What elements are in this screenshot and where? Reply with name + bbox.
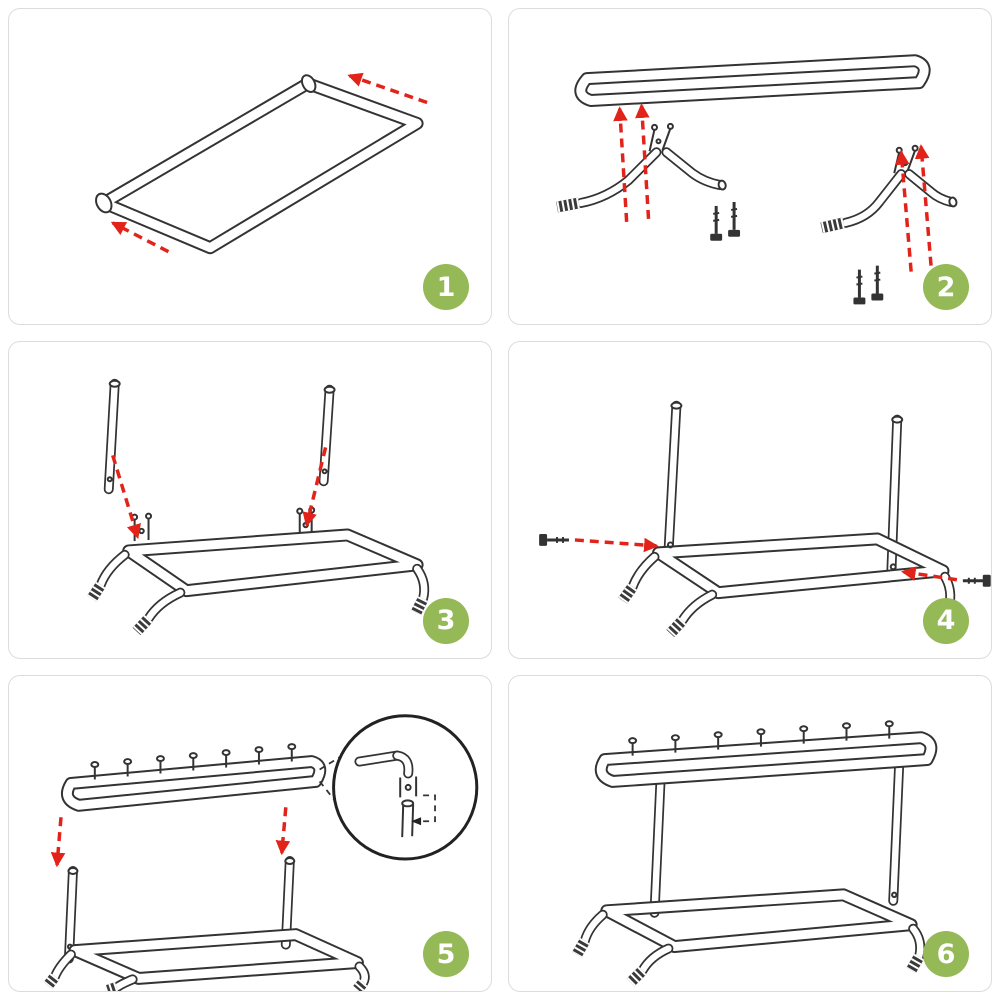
leg-drawing (618, 552, 956, 638)
base-frame-drawing (68, 927, 364, 985)
step-2-badge: 2 (923, 264, 969, 311)
leg-drawing (43, 949, 370, 991)
step-4-illustration (539, 401, 991, 638)
top-rail-with-pegs-drawing (594, 719, 938, 788)
step-6-badge: 6 (923, 931, 969, 977)
step-2-illustration (556, 54, 958, 305)
assembly-arrow (635, 103, 651, 219)
assembly-arrow (914, 144, 933, 266)
base-frame-drawing (122, 528, 424, 598)
leg-drawing (87, 550, 430, 636)
upright-post-drawing (63, 865, 79, 964)
bolt-icon (853, 269, 866, 305)
step-5-badge: 5 (423, 931, 469, 977)
step-panel-5: 5 (8, 674, 492, 992)
step-panel-3: 3 (8, 341, 492, 659)
step-3-badge: 3 (423, 597, 469, 644)
bolt-icon (539, 534, 569, 547)
step-number: 2 (936, 271, 956, 303)
step-1-illustration (95, 72, 428, 255)
assembly-arrow (302, 447, 328, 528)
step-number: 3 (436, 605, 456, 637)
assembly-arrow (574, 538, 659, 553)
assembly-arrow (50, 816, 66, 867)
upright-post-drawing (103, 379, 121, 495)
upright-post-drawing (663, 401, 683, 559)
bolt-icon (710, 205, 723, 241)
upright-post-drawing (888, 758, 905, 906)
bolt-icon (728, 201, 741, 237)
step-6-illustration (572, 719, 938, 986)
assembly-arrow (901, 566, 958, 582)
base-frame-drawing (652, 532, 950, 600)
detail-magnifier-circle (332, 713, 479, 861)
base-frame-drawing (95, 74, 424, 255)
assembly-arrow (613, 106, 629, 222)
assembly-arrow (110, 221, 170, 254)
bolt-icon (871, 265, 884, 301)
base-frame-drawing (600, 888, 918, 953)
upright-post-drawing (318, 385, 336, 487)
step-panel-4: 4 (508, 341, 992, 659)
upright-post-drawing (649, 776, 666, 918)
bolt-icon (962, 575, 991, 588)
assembly-arrow (275, 806, 291, 855)
leg-drawing (572, 909, 926, 986)
step-4-badge: 4 (923, 597, 969, 644)
step-1-badge: 1 (423, 264, 469, 311)
step-3-illustration (87, 379, 430, 636)
step-panel-2: 2 (508, 8, 992, 326)
left-leg-drawing (556, 122, 727, 213)
step-number: 6 (936, 938, 956, 970)
top-rail-drawing (574, 54, 931, 107)
step-number: 1 (436, 271, 456, 303)
assembly-arrow (347, 72, 428, 105)
insert-direction-arrowhead (411, 816, 422, 825)
assembly-arrow (894, 150, 913, 272)
top-rail-with-pegs-drawing (60, 742, 327, 812)
right-leg-drawing (820, 144, 958, 234)
step-panel-1: 1 (8, 8, 492, 326)
step-5-illustration (43, 713, 479, 991)
step-panel-6: 6 (508, 674, 992, 992)
step-number: 5 (436, 938, 456, 970)
step-number: 4 (936, 605, 956, 637)
